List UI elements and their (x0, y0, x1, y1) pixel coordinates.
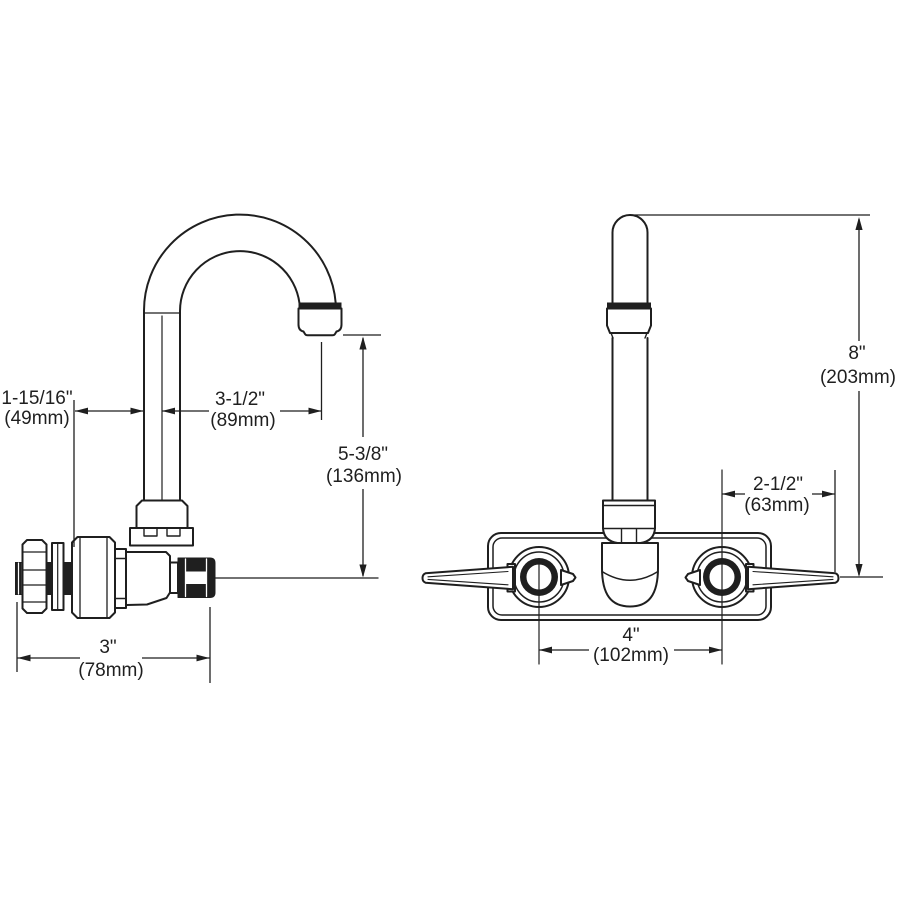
label-spout-reach-in: 3-1/2" (215, 389, 265, 410)
right-lever-tail (684, 569, 701, 586)
arrowhead (75, 407, 88, 415)
arrowhead (709, 646, 722, 654)
faucet-body-front (601, 542, 659, 608)
lock-nut-facets (21, 551, 48, 603)
arrowhead (130, 407, 144, 415)
arrowhead (722, 490, 735, 498)
arrowhead (162, 407, 175, 415)
label-overall-height-mm: (203mm) (820, 367, 896, 388)
spout-tube-lower (611, 337, 649, 501)
label-body-depth-mm: (78mm) (78, 660, 143, 681)
coupling-nut-facet-line (602, 527, 656, 544)
label-wall-to-spout-in: 1-15/16" (1, 388, 72, 409)
arrowhead (855, 217, 863, 230)
label-body-depth-in: 3" (99, 637, 116, 658)
right-lever-detail (752, 570, 834, 586)
label-outlet-height-mm: (136mm) (326, 466, 402, 487)
label-wall-to-spout-mm: (49mm) (4, 408, 69, 429)
hex-notch-left (143, 527, 158, 537)
aerator-band (298, 302, 342, 309)
arrowhead (308, 407, 322, 415)
side-view-dimensions (16, 334, 381, 683)
label-outlet-height-in: 5-3/8" (338, 444, 388, 465)
hex-notch-right (166, 527, 181, 537)
arrowhead (822, 490, 835, 498)
spout-coupling (135, 499, 189, 529)
left-lever-tail (560, 569, 577, 586)
spout-tube-upper (611, 214, 649, 304)
aerator-band-front (607, 302, 651, 309)
label-handle-extent-in: 2-1/2" (753, 474, 803, 495)
arrowhead (359, 564, 367, 578)
aerator-body (297, 307, 343, 337)
escutcheon-face-lines (79, 536, 108, 619)
arrowhead (196, 654, 210, 662)
arrowhead (17, 654, 31, 662)
side-view (15, 213, 379, 619)
label-handle-extent-mm: (63mm) (744, 495, 809, 516)
spout-inner-curve (179, 250, 301, 501)
arrowhead (539, 646, 552, 654)
label-overall-height-in: 8" (848, 343, 865, 364)
left-lever-detail (427, 570, 509, 586)
label-spout-reach-mm: (89mm) (210, 410, 275, 431)
valve-body (125, 551, 171, 606)
arrowhead (359, 336, 367, 350)
right-lever-blade (747, 565, 840, 591)
spout-hex-nut (129, 527, 194, 547)
lock-nut (21, 539, 48, 614)
faucet-body-arc (601, 570, 659, 581)
arrowhead (855, 564, 863, 577)
side-knob-stripe (186, 571, 206, 584)
label-faucet-centers-in: 4" (622, 625, 639, 646)
valve-neck (169, 561, 179, 594)
escutcheon-cap (71, 536, 116, 619)
spout-outer-curve (142, 213, 337, 501)
coupling-nut-front (602, 499, 656, 544)
left-lever-blade (421, 565, 514, 591)
front-view-dimensions (539, 214, 883, 654)
label-faucet-centers-mm: (102mm) (593, 645, 669, 666)
front-view (421, 214, 840, 665)
aerator-body-front (606, 307, 652, 334)
dimension-labels: 1-15/16" (49mm) 3-1/2" (89mm) 5-3/8" (13… (1, 343, 896, 681)
